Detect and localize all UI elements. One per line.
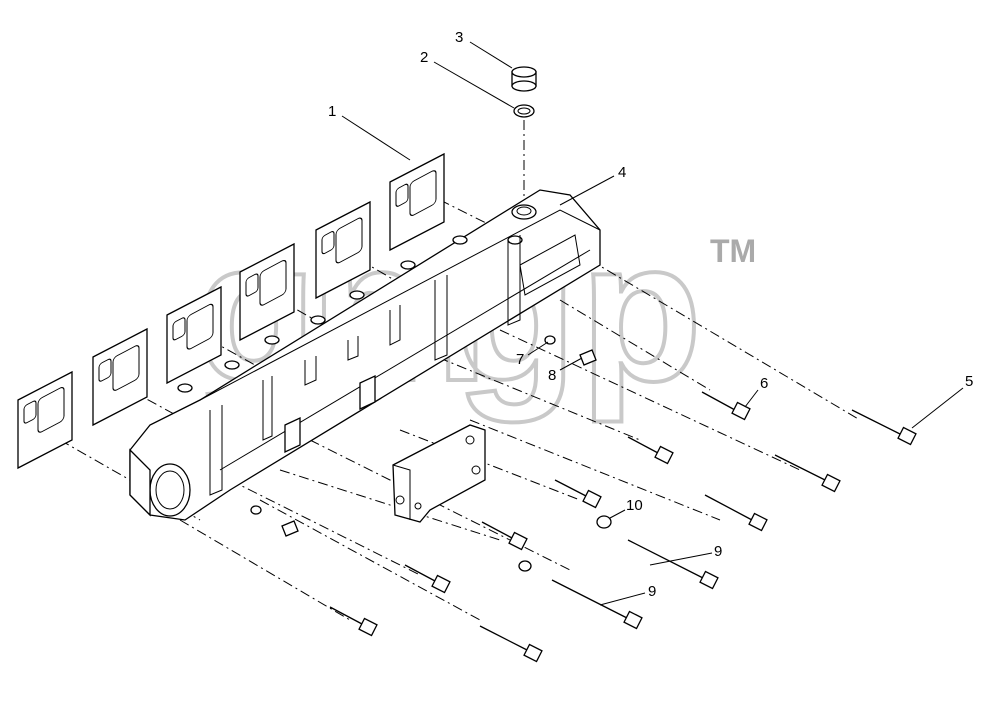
screw [281,520,299,537]
screw [579,349,597,366]
leader-lines [341,41,964,606]
bolt [329,606,378,637]
callout-number: 4 [618,164,626,181]
washer [518,560,532,572]
manifold-ports [209,235,521,496]
small-fasteners [250,335,612,572]
manifold-gaskets [17,152,445,470]
bolt [627,539,719,590]
callout-number: 3 [455,29,463,46]
washer [250,505,262,515]
watermark-trademark: TM [710,233,756,269]
callout-number: 8 [548,367,556,384]
bolt [704,494,768,532]
bolt [554,479,602,509]
bolt [851,409,917,446]
gasket [17,370,73,470]
callout-number: 7 [516,351,524,368]
bolt [481,521,528,551]
bolt [404,564,451,594]
gasket [166,285,222,385]
mounting-bracket [392,424,486,523]
bolts [329,391,917,663]
callouts: 3 2 1 4 7 8 6 5 10 9 9 [328,29,973,600]
callout-number: 5 [965,373,973,390]
callout-number: 9 [648,583,656,600]
gasket [389,152,445,252]
bolt [479,625,543,663]
o-ring [513,104,535,118]
bolt [551,579,643,630]
callout-number: 9 [714,543,722,560]
callout-number: 1 [328,103,336,120]
exhaust-manifold [129,189,601,521]
bolt [701,391,751,421]
washer [596,515,612,529]
bolt [627,436,674,465]
callout-number: 6 [760,375,768,392]
gasket [92,327,148,427]
bolt [774,454,841,493]
callout-number: 2 [420,49,428,66]
callout-number: 10 [626,497,643,514]
plug-cap [511,66,537,92]
gasket [315,200,371,300]
gasket [239,242,295,342]
